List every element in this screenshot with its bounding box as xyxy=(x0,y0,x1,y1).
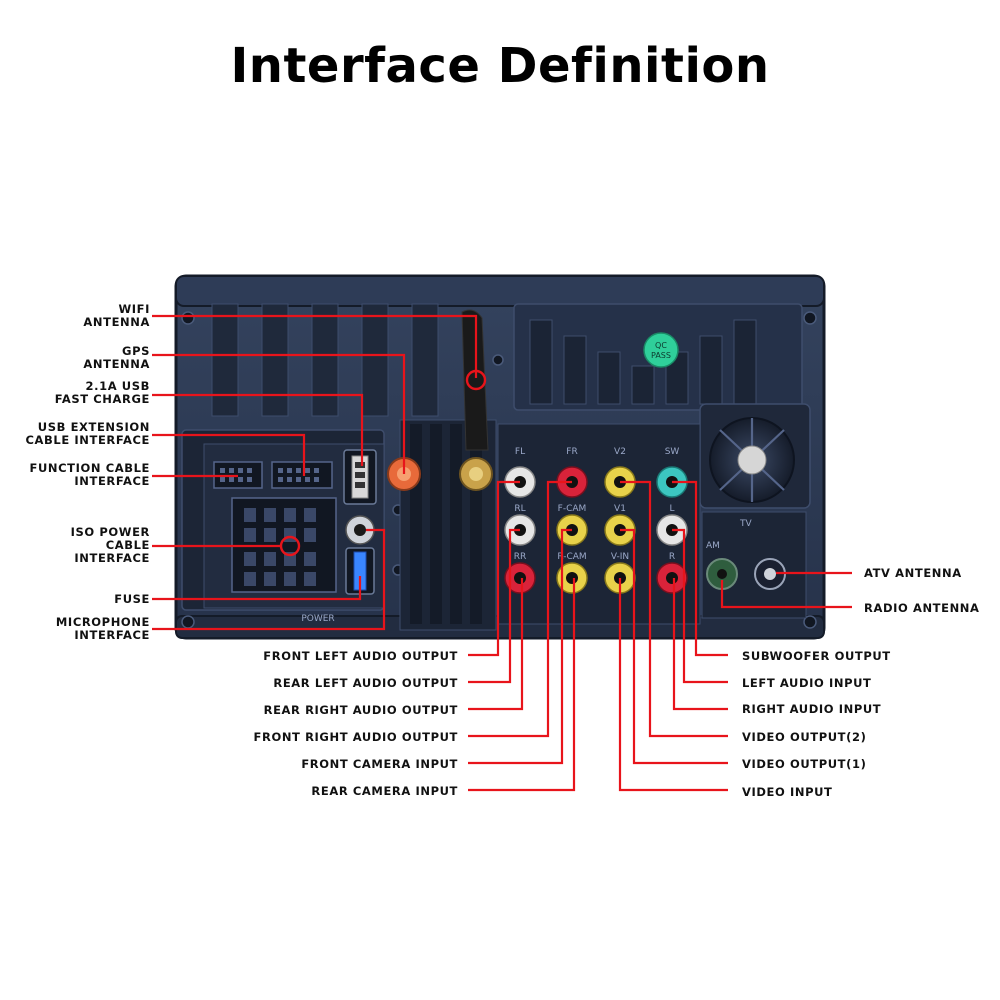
leader-video-out-1 xyxy=(620,528,728,765)
embossed-fl: FL xyxy=(515,447,525,457)
embossed-fr: FR xyxy=(566,447,577,457)
embossed-v1: V1 xyxy=(614,504,626,514)
head-unit-rear-panel: QC PASS xyxy=(174,274,826,640)
leader-rear-left-out xyxy=(468,528,520,684)
leader-front-right-out xyxy=(468,480,572,738)
leader-front-camera-in xyxy=(468,528,572,765)
label-left-audio-in: LEFT AUDIO INPUT xyxy=(742,676,872,690)
leader-wifi xyxy=(152,314,478,378)
label-subwoofer-out: SUBWOOFER OUTPUT xyxy=(742,649,891,663)
label-video-in: VIDEO INPUT xyxy=(742,785,832,799)
embossed-am: AM xyxy=(706,541,720,551)
embossed-rcam: R-CAM xyxy=(557,552,586,562)
label-radio: RADIO ANTENNA xyxy=(864,601,980,615)
antenna-section xyxy=(387,309,497,631)
label-mic-2: INTERFACE xyxy=(74,628,150,642)
label-front-camera-in: FRONT CAMERA INPUT xyxy=(301,757,458,771)
marker-wifi xyxy=(465,369,487,391)
leader-front-left-out xyxy=(468,480,520,657)
label-iso-3: INTERFACE xyxy=(74,551,150,565)
leader-mic xyxy=(152,528,386,631)
embossed-sw: SW xyxy=(665,447,680,457)
qc-badge-line-1: QC xyxy=(655,341,667,350)
leader-subwoofer-out xyxy=(672,480,728,657)
tv-radio-antenna-section: TV AM xyxy=(701,511,807,619)
label-rear-right-out: REAR RIGHT AUDIO OUTPUT xyxy=(264,703,458,717)
label-wifi-2: ANTENNA xyxy=(83,315,150,329)
leader-gps xyxy=(152,353,406,474)
cooling-fan xyxy=(699,403,811,509)
embossed-power-label: POWER xyxy=(301,614,334,624)
leader-right-audio-in xyxy=(672,578,728,711)
leader-left-audio-in xyxy=(672,528,728,684)
qc-pass-badge: QC PASS xyxy=(643,332,679,368)
usb-extension-connector xyxy=(271,461,333,489)
rca-right-audio-in xyxy=(656,562,688,594)
qc-badge-line-2: PASS xyxy=(651,351,671,360)
leader-video-in xyxy=(618,578,728,792)
label-mic-1: MICROPHONE xyxy=(56,615,150,629)
leader-rear-right-out xyxy=(468,578,524,711)
leader-lines xyxy=(152,314,852,792)
label-rear-camera-in: REAR CAMERA INPUT xyxy=(311,784,458,798)
page-title: Interface Definition xyxy=(230,38,770,94)
embossed-tv: TV xyxy=(739,519,752,529)
leader-radio xyxy=(720,580,852,609)
wifi-antenna xyxy=(461,309,489,451)
leader-video-out-2 xyxy=(620,480,728,738)
label-rear-left-out: REAR LEFT AUDIO OUTPUT xyxy=(273,676,458,690)
label-gps-2: ANTENNA xyxy=(83,357,150,371)
label-front-left-out: FRONT LEFT AUDIO OUTPUT xyxy=(263,649,458,663)
embossed-r: R xyxy=(669,552,675,562)
leader-usb xyxy=(152,393,364,466)
embossed-v2: V2 xyxy=(614,447,626,457)
label-iso-1: ISO POWER xyxy=(71,525,150,539)
connector-block-left: POWER xyxy=(181,429,385,624)
embossed-vin: V-IN xyxy=(611,552,629,562)
label-usb-1: 2.1A USB xyxy=(86,379,150,393)
leader-usb-ext xyxy=(152,433,306,476)
label-function-2: INTERFACE xyxy=(74,474,150,488)
leader-rear-camera-in xyxy=(468,578,576,792)
label-video-out-2: VIDEO OUTPUT(2) xyxy=(742,730,866,744)
label-function-1: FUNCTION CABLE xyxy=(30,461,150,475)
callout-labels: WIFI ANTENNA GPS ANTENNA 2.1A USB FAST C… xyxy=(26,302,980,799)
rca-rear-right-out xyxy=(504,562,536,594)
rca-jack-block: FL FR V2 SW RL F-CAM V1 L RR R-CAM V-IN … xyxy=(497,423,701,625)
label-video-out-1: VIDEO OUTPUT(1) xyxy=(742,757,866,771)
label-front-right-out: FRONT RIGHT AUDIO OUTPUT xyxy=(254,730,458,744)
embossed-l: L xyxy=(669,504,674,514)
label-iso-2: CABLE xyxy=(106,538,150,552)
label-fuse: FUSE xyxy=(114,592,150,606)
embossed-rl: RL xyxy=(514,504,525,514)
label-usb-ext-2: CABLE INTERFACE xyxy=(26,433,150,447)
label-wifi-1: WIFI xyxy=(119,302,151,316)
leader-fuse xyxy=(152,576,362,601)
label-usb-ext-1: USB EXTENSION xyxy=(38,420,150,434)
label-gps-1: GPS xyxy=(122,344,150,358)
label-atv: ATV ANTENNA xyxy=(864,566,962,580)
embossed-fcam: F-CAM xyxy=(558,504,587,514)
cooling-ribs xyxy=(211,303,439,417)
marker-iso xyxy=(279,535,301,557)
label-usb-2: FAST CHARGE xyxy=(55,392,150,406)
chassis-top-lip xyxy=(175,275,825,307)
embossed-rr: RR xyxy=(514,552,527,562)
label-right-audio-in: RIGHT AUDIO INPUT xyxy=(742,702,881,716)
